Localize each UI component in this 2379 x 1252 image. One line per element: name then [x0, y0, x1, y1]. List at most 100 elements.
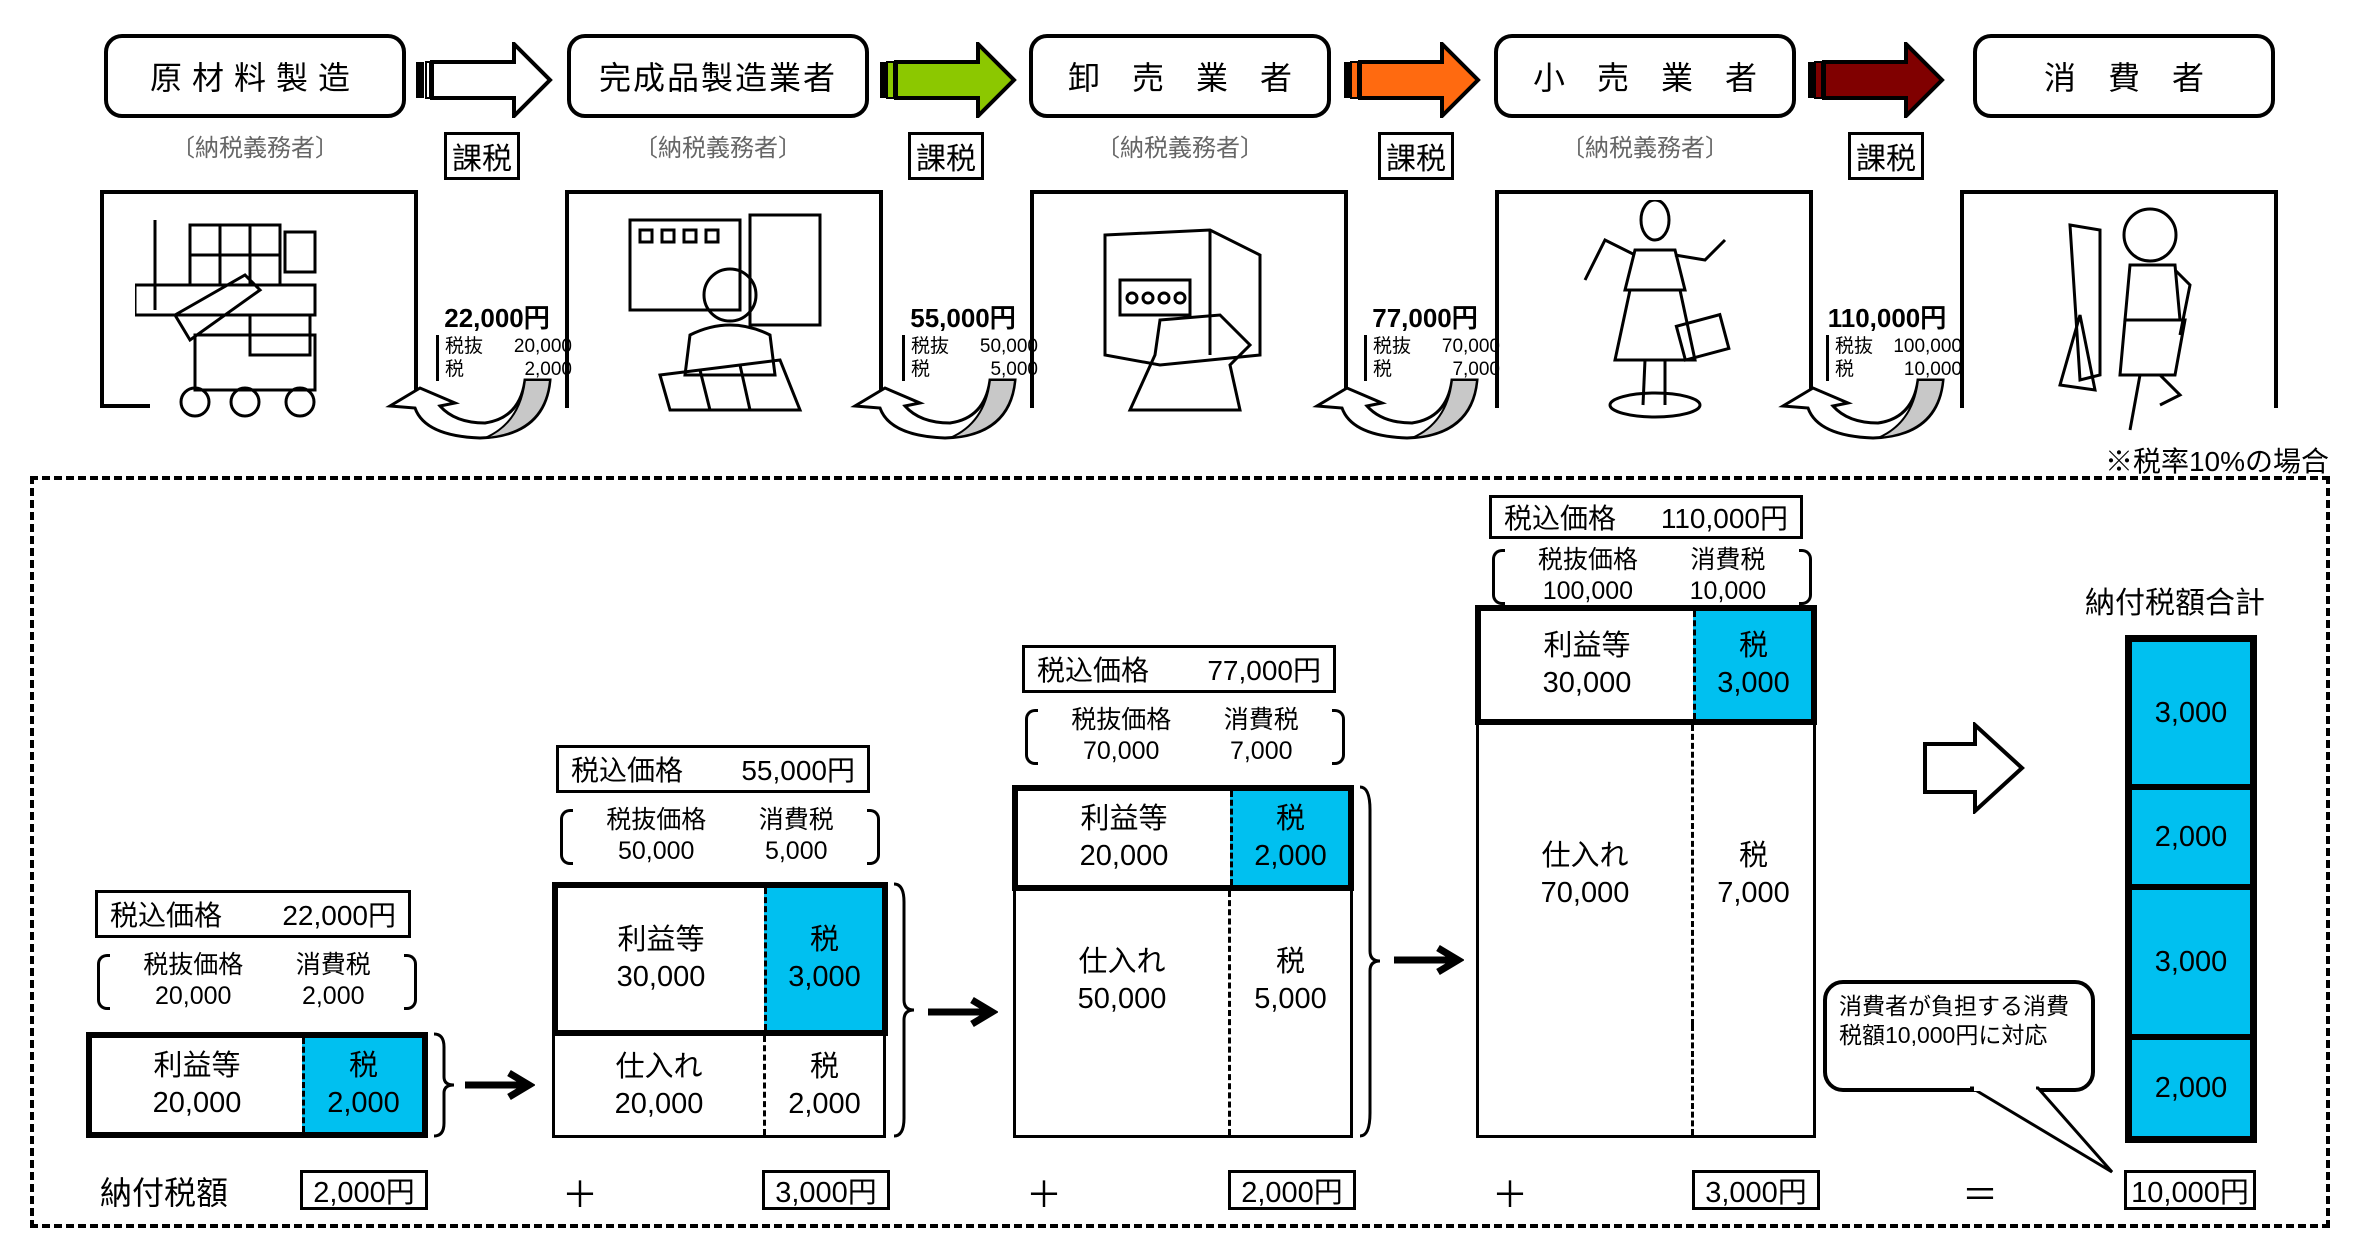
- value: 22,000円: [282, 900, 396, 931]
- value: 2,000: [327, 1087, 400, 1119]
- payment-curl-arrow-icon: [1312, 378, 1479, 440]
- value: 3,000: [788, 961, 861, 993]
- label: 税: [809, 1050, 839, 1083]
- total-segment: 2,000: [2132, 790, 2250, 890]
- label: 税込価格: [571, 755, 684, 786]
- stage-label: 完成品製造業者: [598, 59, 837, 97]
- value: 20,000: [1079, 840, 1169, 872]
- label: 仕入れ: [1541, 840, 1629, 872]
- payment-amount: 3,000円: [762, 1170, 890, 1210]
- truck-icon: [135, 220, 317, 418]
- illustration-frame: [565, 190, 883, 408]
- price-total: 77,000円: [1372, 303, 1478, 333]
- illustration-frame: [100, 190, 418, 408]
- label: 利益等: [153, 1050, 241, 1082]
- payment-curl-arrow-icon: [850, 378, 1017, 440]
- stage-retailer: 小 売 業 者: [1494, 34, 1796, 118]
- tax-value: 7,000: [1452, 359, 1500, 380]
- ex-value: 50,000: [979, 336, 1038, 357]
- tax-value: 10,000: [1903, 359, 1962, 380]
- breakdown-panel: [30, 476, 2330, 1228]
- label: 仕入れ: [1078, 946, 1166, 978]
- label: 税: [1275, 946, 1305, 978]
- plus-sign: ＋: [562, 1174, 599, 1215]
- label: 利益等: [1543, 630, 1631, 662]
- value: 2,000: [788, 1087, 861, 1120]
- payment-curl-arrow-icon: [1778, 378, 1945, 440]
- ex-value: 20,000: [513, 336, 572, 357]
- ex-value: 50,000: [618, 837, 695, 865]
- total-title: 納付税額合計: [2085, 587, 2265, 620]
- tax-cell: 税 3,000: [764, 888, 882, 1030]
- price-total: 110,000円: [1827, 303, 1947, 333]
- value: 5,000: [1254, 983, 1327, 1015]
- stage-raw-material: 原材料製造: [104, 34, 406, 118]
- result-arrow-icon: [1923, 722, 2025, 814]
- plus-sign: ＋: [1026, 1174, 1063, 1215]
- flow-arrow-icon: [1808, 42, 1945, 118]
- consumer-mirror-icon: [2058, 207, 2192, 431]
- illustration-frame: [1495, 190, 1813, 408]
- price-tag: 77,000円 税抜 70,000 税 7,000: [1350, 298, 1500, 381]
- wholesale-box-icon: [1103, 228, 1262, 412]
- ex-value: 100,000: [1893, 336, 1962, 357]
- taxation-badge: 課税: [1378, 132, 1454, 180]
- stage-label: 消 費 者: [2043, 59, 2204, 97]
- taxation-badge: 課税: [1848, 132, 1924, 180]
- factory-worker-icon: [628, 213, 822, 412]
- label: 仕入れ: [615, 1050, 703, 1083]
- tax-rate-note: ※税率10%の場合: [2104, 446, 2329, 477]
- tax-label: 消費税: [758, 806, 834, 834]
- purchase-tax-cell: 税 5,000: [1228, 891, 1350, 1135]
- tax-label: 税: [1373, 359, 1393, 380]
- ex-value: 70,000: [1441, 336, 1500, 357]
- tax-value: 7,000: [1229, 737, 1293, 765]
- label: 税: [809, 924, 839, 956]
- equals-sign: ＝: [1962, 1174, 1999, 1215]
- tax-label: 消費税: [295, 951, 371, 979]
- duty-label: 〔納税義務者〕: [171, 134, 339, 162]
- ex-value: 20,000: [155, 982, 232, 1010]
- price-total: 22,000円: [444, 303, 550, 333]
- value: 20,000: [614, 1087, 704, 1120]
- tax-value: 2,000: [524, 359, 572, 380]
- profit-cell: 利益等 20,000: [1018, 791, 1230, 885]
- price-total: 55,000円: [910, 303, 1016, 333]
- label: 税込価格: [1037, 655, 1150, 686]
- tax-label: 消費税: [1690, 546, 1766, 574]
- taxation-badge: 課税: [908, 132, 984, 180]
- illustration-frame: [1030, 190, 1348, 408]
- ex-label: 税抜価格: [1071, 706, 1172, 734]
- ex-label: 税抜価格: [1537, 546, 1638, 574]
- tax-label: 消費税: [1223, 706, 1299, 734]
- stage-manufacturer: 完成品製造業者: [567, 34, 869, 118]
- ex-label: 税抜価格: [606, 806, 707, 834]
- step-arrow-icon: [465, 1070, 535, 1100]
- duty-label: 〔納税義務者〕: [1096, 134, 1264, 162]
- value: 7,000: [1717, 877, 1790, 909]
- payment-curl-arrow-icon: [385, 378, 552, 440]
- ex-label: 税抜: [1373, 336, 1412, 357]
- step-arrow-icon: [1394, 945, 1464, 975]
- brace-icon: [1359, 785, 1381, 1138]
- purchase-cell: 仕入れ 20,000: [555, 1036, 763, 1135]
- payment-label: 納付税額: [100, 1175, 229, 1211]
- stage-consumer: 消 費 者: [1973, 34, 2275, 118]
- label: 利益等: [1080, 803, 1168, 835]
- value: 30,000: [616, 961, 706, 993]
- total-segment: 3,000: [2132, 890, 2250, 1040]
